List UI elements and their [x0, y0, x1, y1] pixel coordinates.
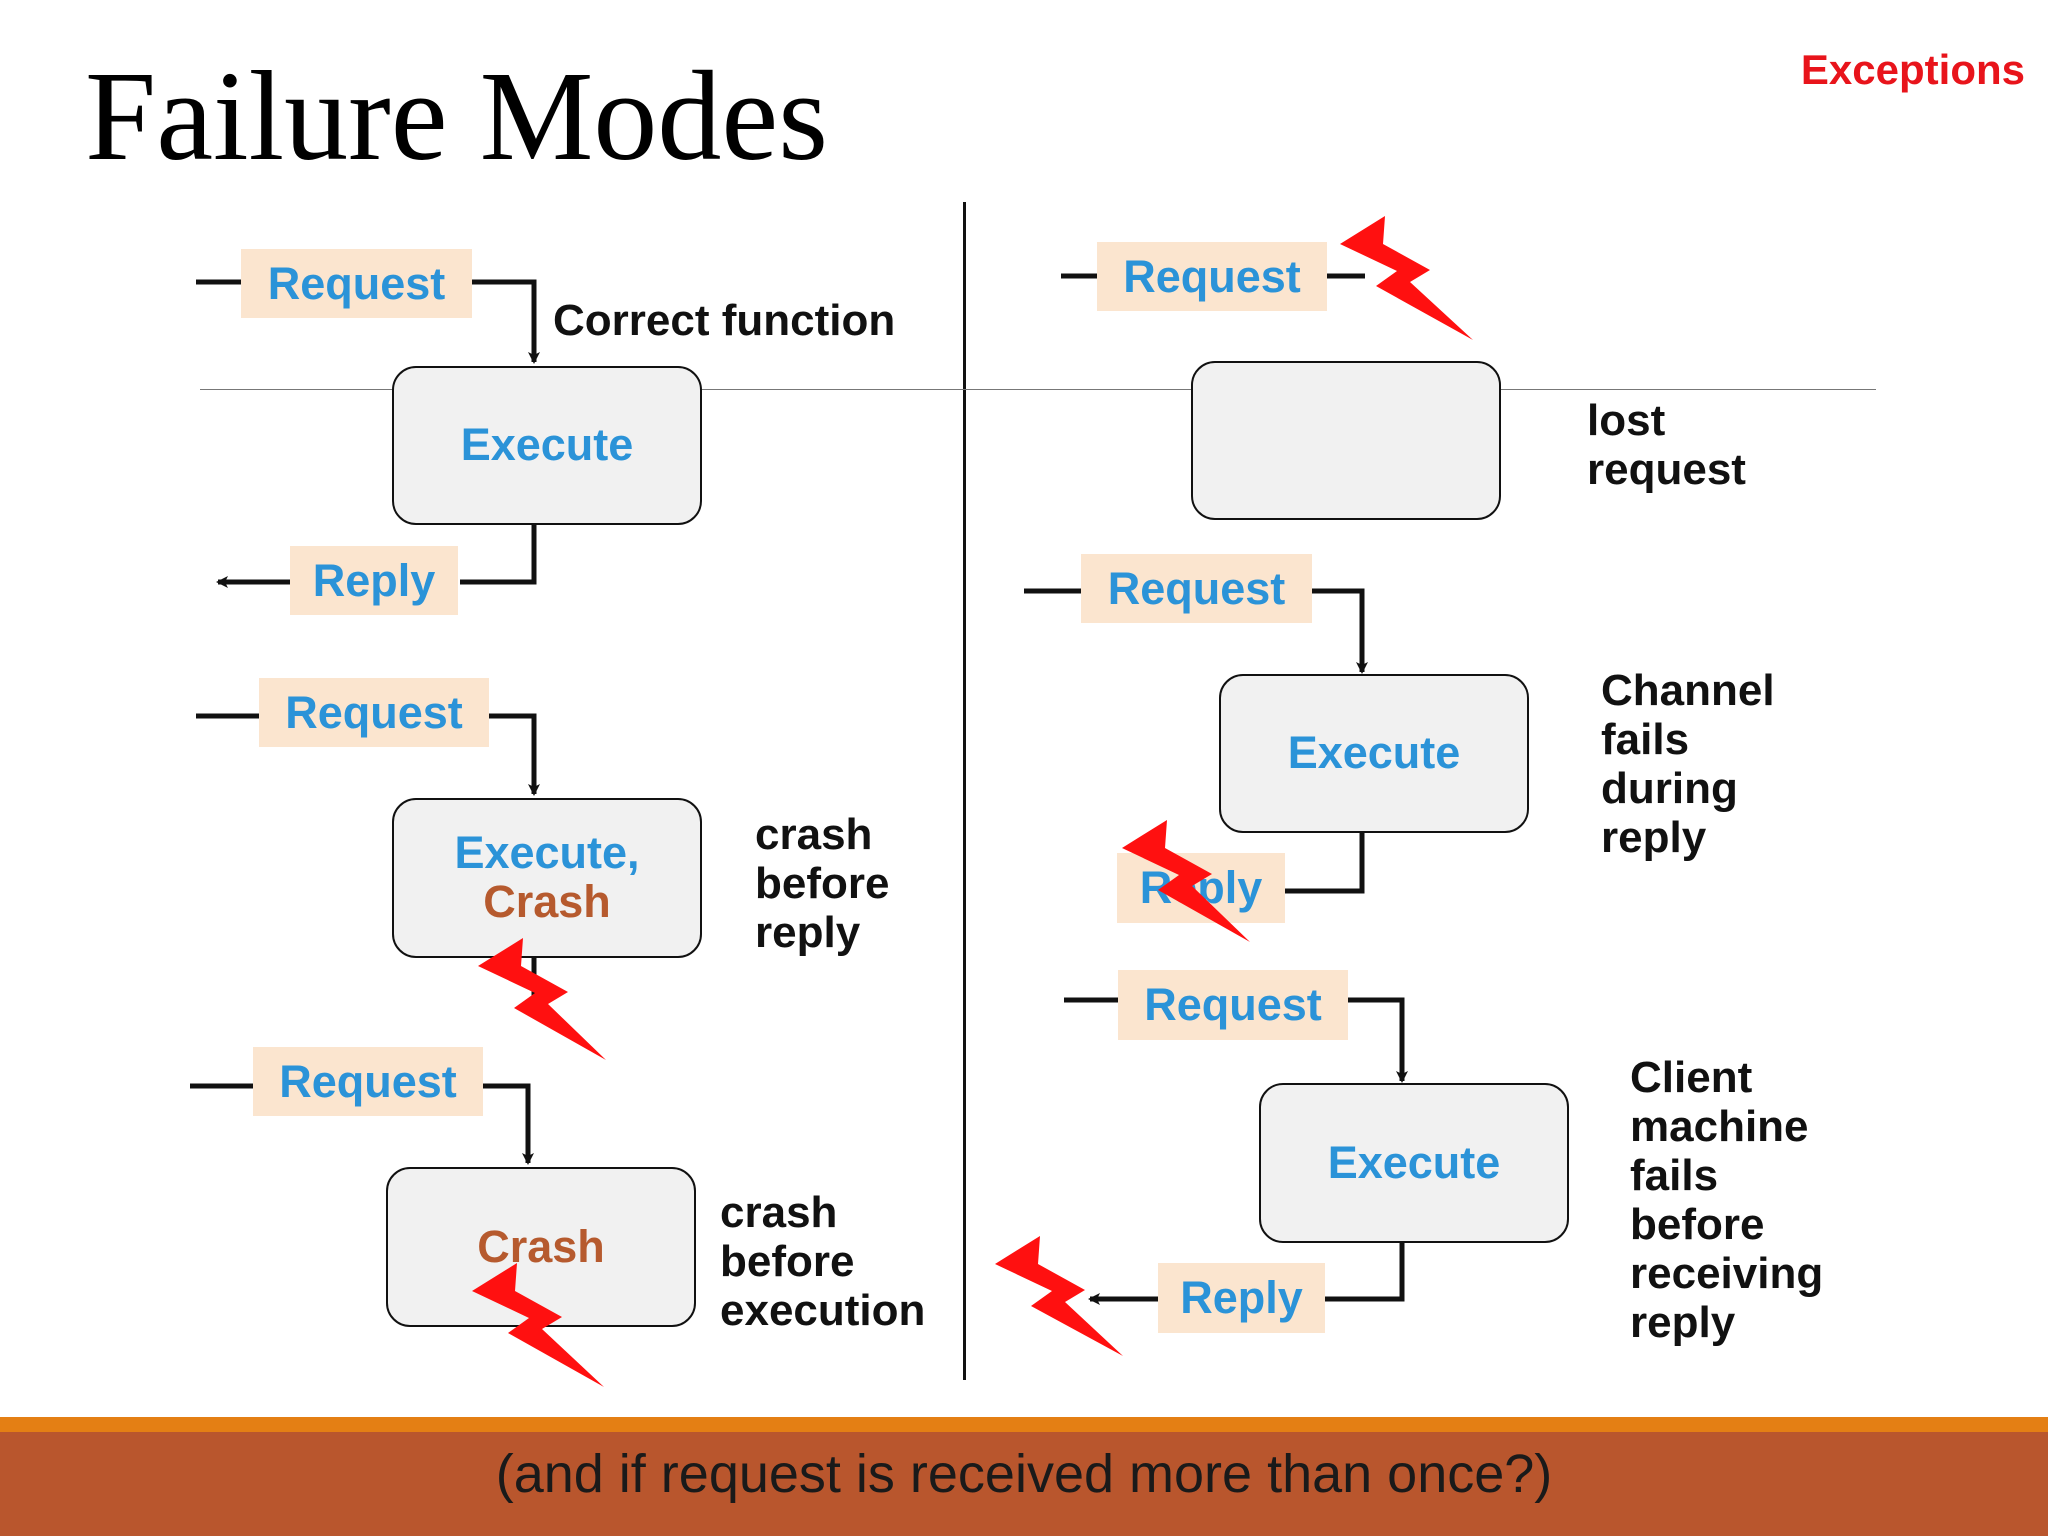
footer-bar: [0, 1417, 2048, 1536]
crash-before-reply-note: crash before reply: [755, 810, 890, 957]
section-label: Exceptions: [1800, 46, 2025, 93]
execute-label: Execute: [1327, 1136, 1501, 1188]
crash-label: Crash: [483, 876, 611, 927]
empty-server-box: [1191, 361, 1501, 520]
baseline-right: [965, 389, 1192, 390]
request-tag: Request: [241, 249, 472, 318]
client-fails-note: Client machine fails before receiving re…: [1630, 1053, 1824, 1347]
request-tag: Request: [253, 1047, 483, 1116]
execute-label: Execute: [460, 419, 634, 471]
lightning-bolt-icon: [478, 938, 606, 1060]
footer-question: (and if request is received more than on…: [495, 1444, 1553, 1504]
execute-box: Execute: [392, 366, 702, 525]
request-tag: Request: [1118, 970, 1348, 1040]
crash-box: Crash: [386, 1167, 696, 1327]
execute-label: Execute,: [454, 827, 640, 879]
slide-title: Failure Modes: [85, 45, 828, 187]
request-tag: Request: [1097, 242, 1327, 311]
baseline-left: [700, 389, 965, 390]
request-tag: Request: [259, 678, 489, 747]
reply-tag: Reply: [290, 546, 458, 615]
execute-label: Execute: [1287, 727, 1461, 779]
lightning-bolt-icon: [1340, 216, 1473, 340]
baseline-right: [1498, 389, 1876, 390]
execute-box: Execute: [1219, 674, 1529, 833]
lightning-bolt-icon: [472, 1263, 604, 1387]
lightning-bolt-icon: [1122, 820, 1250, 942]
execute-crash-box: Execute, Crash: [392, 798, 702, 958]
column-divider: [963, 202, 966, 1380]
execute-box: Execute: [1259, 1083, 1569, 1243]
request-tag: Request: [1081, 554, 1312, 623]
crash-before-execution-note: crash before execution: [720, 1188, 926, 1335]
reply-tag: Reply: [1158, 1263, 1325, 1333]
correct-function-note: Correct function: [553, 296, 896, 345]
lost-request-note: lost request: [1587, 396, 1746, 494]
lightning-bolt-icon: [995, 1236, 1123, 1356]
crash-label: Crash: [477, 1220, 605, 1272]
channel-fails-note: Channel fails during reply: [1601, 666, 1775, 862]
baseline-left: [200, 389, 393, 390]
